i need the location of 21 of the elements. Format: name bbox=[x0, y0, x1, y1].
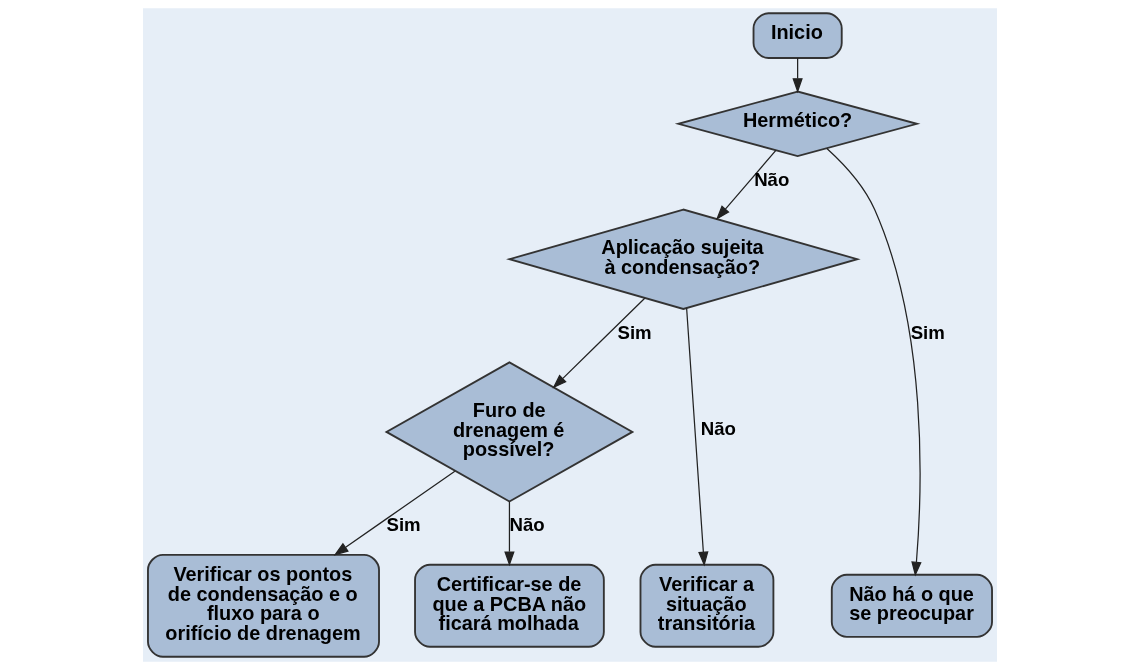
node-box: Verificar a situação transitória bbox=[639, 563, 775, 648]
arrow bbox=[333, 470, 456, 556]
node-box: Certificar-se de que a PCBA não ficará molhada bbox=[414, 563, 605, 648]
edge-label: Não bbox=[509, 514, 545, 536]
arrow bbox=[504, 501, 515, 567]
node-box: Inicio bbox=[752, 12, 843, 59]
edge-label: Sim bbox=[386, 514, 421, 536]
node-diamond: Aplicação sujeita à condensação? bbox=[506, 208, 861, 310]
node-diamond: Furo de drenagem é possível? bbox=[384, 361, 635, 503]
arrow bbox=[826, 147, 922, 577]
node-box: Verificar os pontos de condensação e o fluxo para o orifício de drenagem bbox=[147, 553, 380, 658]
edge-label: Não bbox=[754, 168, 790, 190]
arrow bbox=[792, 57, 803, 94]
node-box: Não há o que se preocupar bbox=[830, 573, 993, 638]
arrow bbox=[552, 297, 646, 389]
arrow bbox=[715, 149, 777, 221]
node-diamond: Hermético? bbox=[674, 90, 921, 158]
edge-label: Não bbox=[700, 418, 736, 439]
edge-label: Sim bbox=[617, 321, 652, 343]
edge-label: Sim bbox=[910, 321, 945, 343]
arrow bbox=[686, 307, 709, 567]
